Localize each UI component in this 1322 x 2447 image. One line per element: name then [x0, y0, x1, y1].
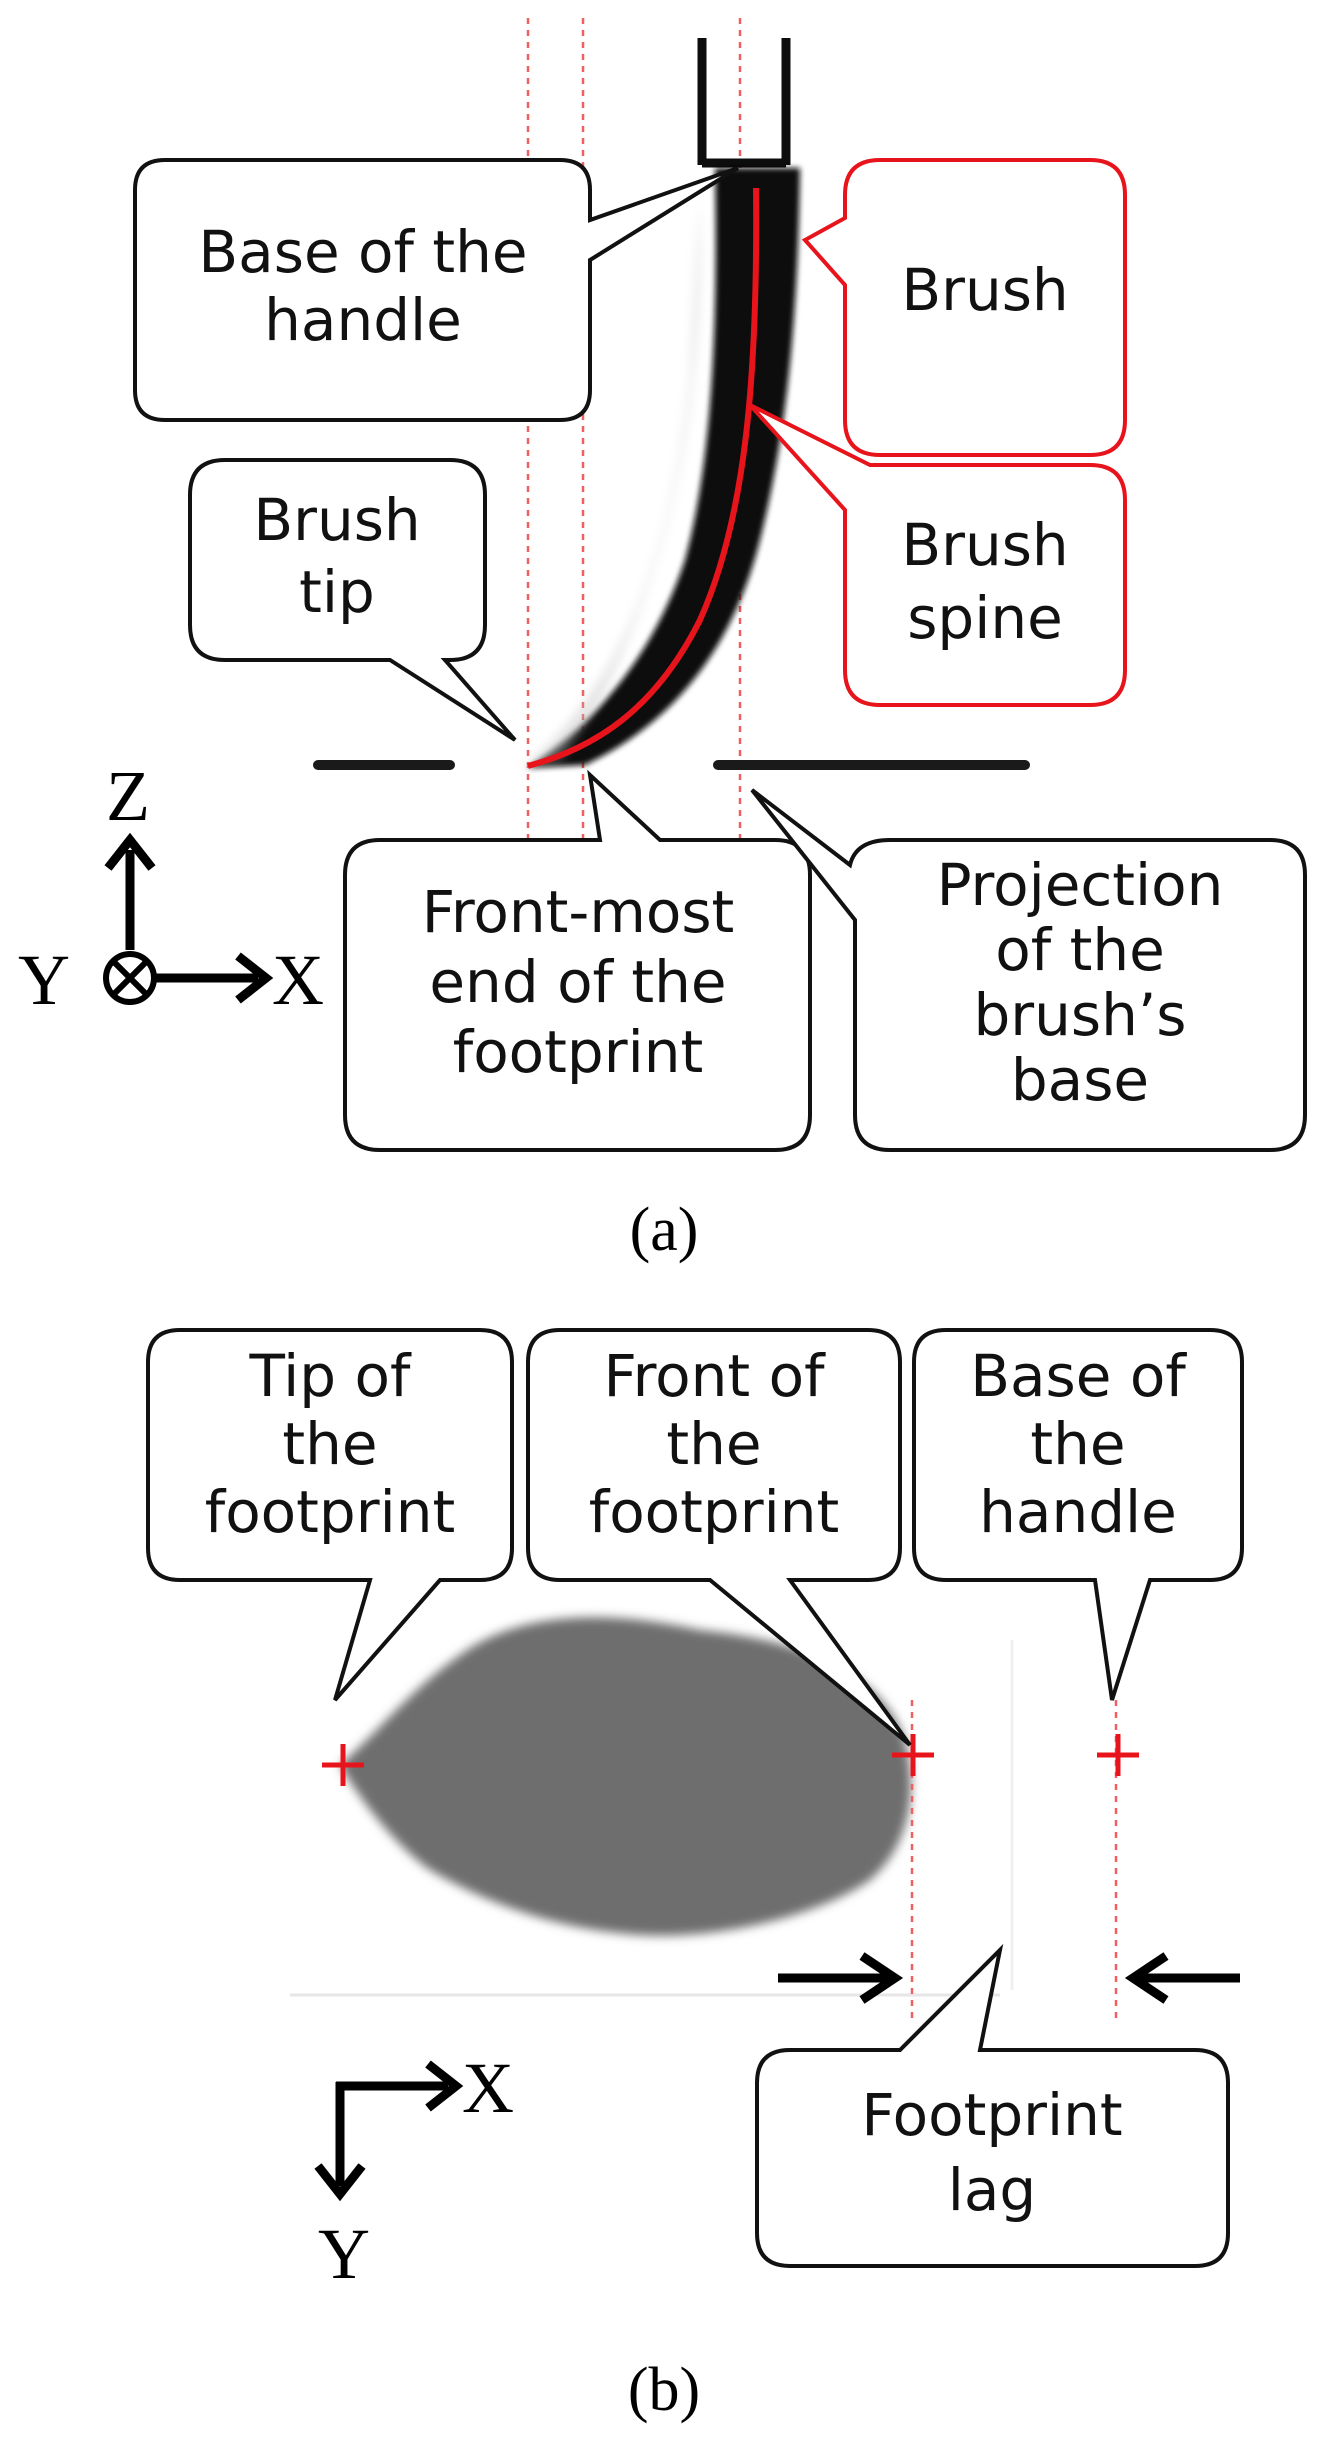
callout-front-most-end-line1: Front-most: [422, 878, 735, 946]
panel-b: Tip of the footprint Front of the footpr…: [146, 1328, 1244, 2424]
callout-projection-base: Projection of the brush’s base: [750, 788, 1307, 1152]
axis-x-label-a: X: [272, 940, 324, 1020]
callout-base-of-handle-line1: Base of the: [198, 218, 527, 286]
callout-front-most-end: Front-most end of the footprint: [343, 769, 812, 1152]
footprint-lag-arrows: [778, 1952, 1240, 2004]
axis-y-label-a: Y: [18, 940, 70, 1020]
callout-tip-of-footprint-line3: footprint: [205, 1478, 455, 1546]
callout-brush-tip: Brush tip: [188, 458, 517, 742]
callout-footprint-lag: Footprint lag: [755, 1943, 1230, 2268]
callout-front-of-footprint-line2: the: [666, 1410, 761, 1478]
brush-body: [528, 168, 800, 768]
callout-tip-of-footprint-line1: Tip of: [249, 1342, 412, 1410]
callout-tip-of-footprint: Tip of the footprint: [146, 1328, 514, 1702]
axes-b: X Y: [314, 2048, 514, 2294]
brush-handle: [697, 38, 791, 168]
axis-z-label: Z: [106, 756, 150, 836]
marker-base-of-handle: [1097, 1734, 1139, 1776]
callout-brush-spine-line1: Brush: [901, 511, 1068, 579]
footprint-markers: [322, 1734, 1139, 1786]
axis-x-label-b: X: [462, 2048, 514, 2128]
callout-projection-line3: brush’s: [973, 981, 1186, 1049]
callout-footprint-lag-line1: Footprint: [861, 2081, 1122, 2149]
callout-front-of-footprint-line3: footprint: [589, 1478, 839, 1546]
callout-brush-label: Brush: [901, 256, 1068, 324]
callout-base-of-handle-b-line2: the: [1030, 1410, 1125, 1478]
callout-brush-spine: Brush spine: [748, 403, 1127, 707]
callout-front-most-end-line2: end of the: [429, 948, 726, 1016]
guide-lines-b: [910, 1700, 1118, 2020]
callout-footprint-lag-line2: lag: [948, 2156, 1036, 2224]
callout-base-of-handle-line2: handle: [264, 286, 462, 354]
marker-tip-of-footprint: [322, 1744, 364, 1786]
marker-front-of-footprint: [892, 1734, 934, 1776]
callout-brush-tip-line1: Brush: [253, 486, 420, 554]
callout-tip-of-footprint-line2: the: [282, 1410, 377, 1478]
callout-brush-tip-line2: tip: [299, 558, 375, 626]
brush-footprint: [340, 1617, 911, 1936]
axis-y-label-b: Y: [318, 2214, 370, 2294]
callout-front-of-footprint: Front of the footprint: [526, 1328, 912, 1747]
callout-base-of-handle-b-line1: Base of: [970, 1342, 1187, 1410]
callout-front-of-footprint-line1: Front of: [603, 1342, 826, 1410]
callout-brush-spine-line2: spine: [907, 584, 1063, 652]
callout-projection-line2: of the: [995, 916, 1165, 984]
panel-a-label: (a): [630, 1196, 699, 1264]
callout-brush: Brush: [801, 158, 1127, 457]
callout-base-of-handle-b: Base of the handle: [912, 1328, 1244, 1701]
callout-base-of-handle-b-line3: handle: [979, 1478, 1177, 1546]
callout-projection-line1: Projection: [937, 851, 1224, 919]
callout-projection-line4: base: [1011, 1046, 1149, 1114]
panel-b-label: (b): [628, 2356, 700, 2424]
panel-a: Base of the handle Brush Brush spine Bru…: [18, 18, 1307, 1264]
callout-base-of-handle: Base of the handle: [133, 158, 740, 422]
callout-front-most-end-line3: footprint: [453, 1018, 703, 1086]
axes-a: Z X Y: [18, 756, 324, 1020]
brush-spine-curve: [527, 187, 760, 769]
